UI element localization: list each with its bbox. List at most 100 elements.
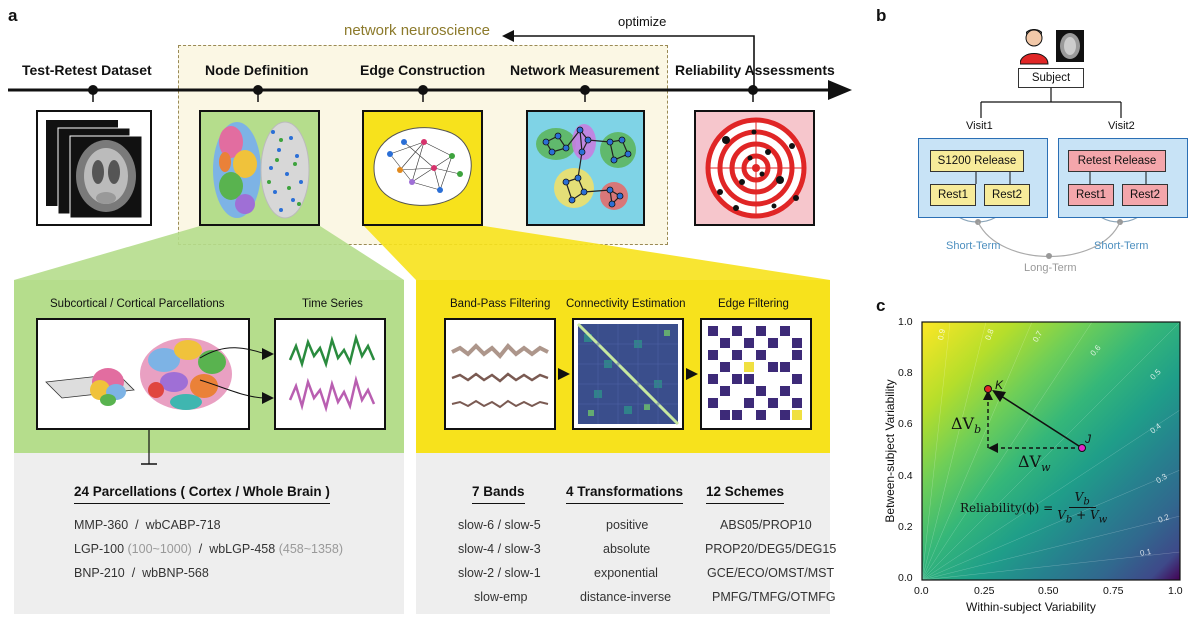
target-icon bbox=[705, 117, 807, 219]
den-v: V bbox=[1057, 508, 1066, 523]
time-series-arrows bbox=[199, 347, 274, 404]
formula-denominator: Vb + Vw bbox=[1057, 508, 1107, 525]
parcellation-wbcabp: wbCABP-718 bbox=[145, 518, 221, 532]
formula-fraction: Vb Vb + Vw bbox=[1057, 490, 1107, 526]
brain-network-icon bbox=[373, 127, 472, 206]
rest2-label: Rest2 bbox=[991, 189, 1023, 201]
y-tick: 0.0 bbox=[898, 572, 913, 584]
band-item: slow-2 / slow-1 bbox=[458, 566, 541, 580]
band-pass-image bbox=[444, 318, 556, 430]
scheme-item: PROP20/DEG5/DEG15 bbox=[705, 542, 837, 556]
short-term-label-2: Short-Term bbox=[1094, 240, 1149, 252]
delta-vw-label: ΔVw bbox=[1018, 452, 1051, 474]
mri-stack-icon bbox=[46, 120, 143, 219]
scheme-item: ABS05/PROP10 bbox=[720, 518, 812, 532]
delta-vb-label: ΔVb bbox=[951, 414, 981, 436]
optimize-label: optimize bbox=[618, 14, 667, 29]
long-term-label: Long-Term bbox=[1024, 262, 1077, 274]
zoom-connectors bbox=[14, 226, 830, 280]
network-neuroscience-label: network neuroscience bbox=[344, 22, 490, 39]
visit1-rest1-box: Rest1 bbox=[930, 184, 976, 206]
scheme-item: GCE/ECO/OMST/MST bbox=[707, 566, 835, 580]
formula-lhs: Reliability(ϕ) = bbox=[960, 500, 1054, 515]
y-tick: 0.4 bbox=[898, 470, 913, 482]
retest-release-label: Retest Release bbox=[1077, 155, 1157, 167]
band-item: slow-emp bbox=[474, 590, 528, 604]
network-measurement-thumbnail bbox=[526, 110, 645, 226]
transformation-item: absolute bbox=[603, 542, 651, 556]
x-tick: 0.75 bbox=[1103, 585, 1124, 597]
num-v: V bbox=[1074, 490, 1084, 504]
stage-test-retest-dataset: Test-Retest Dataset bbox=[22, 62, 152, 78]
parcellations-title: Subcortical / Cortical Parcellations bbox=[50, 298, 225, 310]
rest1-label: Rest1 bbox=[1075, 189, 1107, 201]
delta-vw-sub: w bbox=[1041, 461, 1051, 475]
stage-node-definition: Node Definition bbox=[205, 62, 309, 78]
reliability-heatmap bbox=[921, 321, 1181, 581]
y-tick: 1.0 bbox=[898, 316, 913, 328]
den-sub1: b bbox=[1065, 514, 1073, 526]
delta-vw-text: ΔV bbox=[1018, 452, 1042, 471]
transformation-item: exponential bbox=[594, 566, 658, 580]
x-tick: 0.50 bbox=[1038, 585, 1059, 597]
s1200-release-box: S1200 Release bbox=[930, 150, 1024, 172]
time-series-plot bbox=[288, 333, 376, 413]
den-sub2: w bbox=[1098, 514, 1108, 526]
stage-reliability-assessments: Reliability Assessments bbox=[675, 62, 835, 78]
x-axis-label: Within-subject Variability bbox=[966, 600, 1096, 614]
formula-numerator: Vb bbox=[1068, 490, 1096, 509]
sparse-matrix bbox=[708, 326, 802, 420]
connectivity-matrix-image bbox=[572, 318, 684, 430]
optimize-arrow bbox=[502, 30, 755, 92]
y-tick: 0.8 bbox=[898, 367, 913, 379]
wblgp-range: (458~1358) bbox=[278, 542, 343, 556]
parcellation-row-1: MMP-360 / wbCABP-718 bbox=[74, 518, 221, 532]
parcellation-bnp: BNP-210 bbox=[74, 566, 125, 580]
num-sub: b bbox=[1083, 496, 1090, 508]
x-tick: 0.0 bbox=[914, 585, 929, 597]
parcellation-wbbnp: wbBNP-568 bbox=[142, 566, 209, 580]
separator: / bbox=[198, 542, 203, 556]
delta-vb-text: ΔV bbox=[951, 414, 975, 433]
point-j-label: J bbox=[1085, 432, 1091, 446]
parcellations-list-title: 24 Parcellations ( Cortex / Whole Brain … bbox=[74, 484, 330, 504]
retest-release-box: Retest Release bbox=[1068, 150, 1166, 172]
band-item: slow-4 / slow-3 bbox=[458, 542, 541, 556]
subject-label: Subject bbox=[1031, 72, 1071, 84]
transformations-list-title: 4 Transformations bbox=[566, 484, 684, 504]
subject-box: Subject bbox=[1018, 68, 1084, 88]
visit2-label: Visit2 bbox=[1108, 120, 1135, 132]
short-term-label-1: Short-Term bbox=[946, 240, 1001, 252]
visit1-rest2-box: Rest2 bbox=[984, 184, 1030, 206]
scheme-item: PMFG/TMFG/OTMFG bbox=[712, 590, 836, 604]
time-series-title: Time Series bbox=[302, 298, 363, 310]
y-tick: 0.6 bbox=[898, 418, 913, 430]
parcellation-wblgp: wbLGP-458 bbox=[209, 542, 276, 556]
panel-letter-b: b bbox=[876, 6, 887, 25]
rest1-label: Rest1 bbox=[937, 189, 969, 201]
edge-list-panel bbox=[416, 453, 830, 614]
connectivity-matrix bbox=[576, 322, 680, 426]
bands-list-title: 7 Bands bbox=[472, 484, 525, 504]
y-axis-label: Between-subject Variability bbox=[883, 379, 897, 523]
node-definition-thumbnail bbox=[199, 110, 320, 226]
parcellation-image bbox=[36, 318, 250, 430]
lgp-range: (100~1000) bbox=[127, 542, 192, 556]
separator: / bbox=[131, 566, 136, 580]
x-tick: 1.0 bbox=[1168, 585, 1183, 597]
parcellation-lgp: LGP-100 bbox=[74, 542, 125, 556]
y-tick: 0.2 bbox=[898, 521, 913, 533]
modular-network-icon bbox=[536, 124, 636, 210]
brain-parcellation-icon bbox=[45, 338, 232, 410]
parcellation-row-3: BNP-210 / wbBNP-568 bbox=[74, 566, 209, 580]
s1200-release-label: S1200 Release bbox=[937, 155, 1017, 167]
visit1-label: Visit1 bbox=[966, 120, 993, 132]
edge-construction-thumbnail bbox=[362, 110, 483, 226]
x-tick: 0.25 bbox=[974, 585, 995, 597]
visit2-rest1-box: Rest1 bbox=[1068, 184, 1114, 206]
panel-letter-c: c bbox=[876, 296, 886, 315]
edge-filtering-title: Edge Filtering bbox=[718, 298, 789, 310]
dataset-thumbnail bbox=[36, 110, 152, 226]
separator: / bbox=[135, 518, 139, 532]
transformation-item: positive bbox=[606, 518, 649, 532]
